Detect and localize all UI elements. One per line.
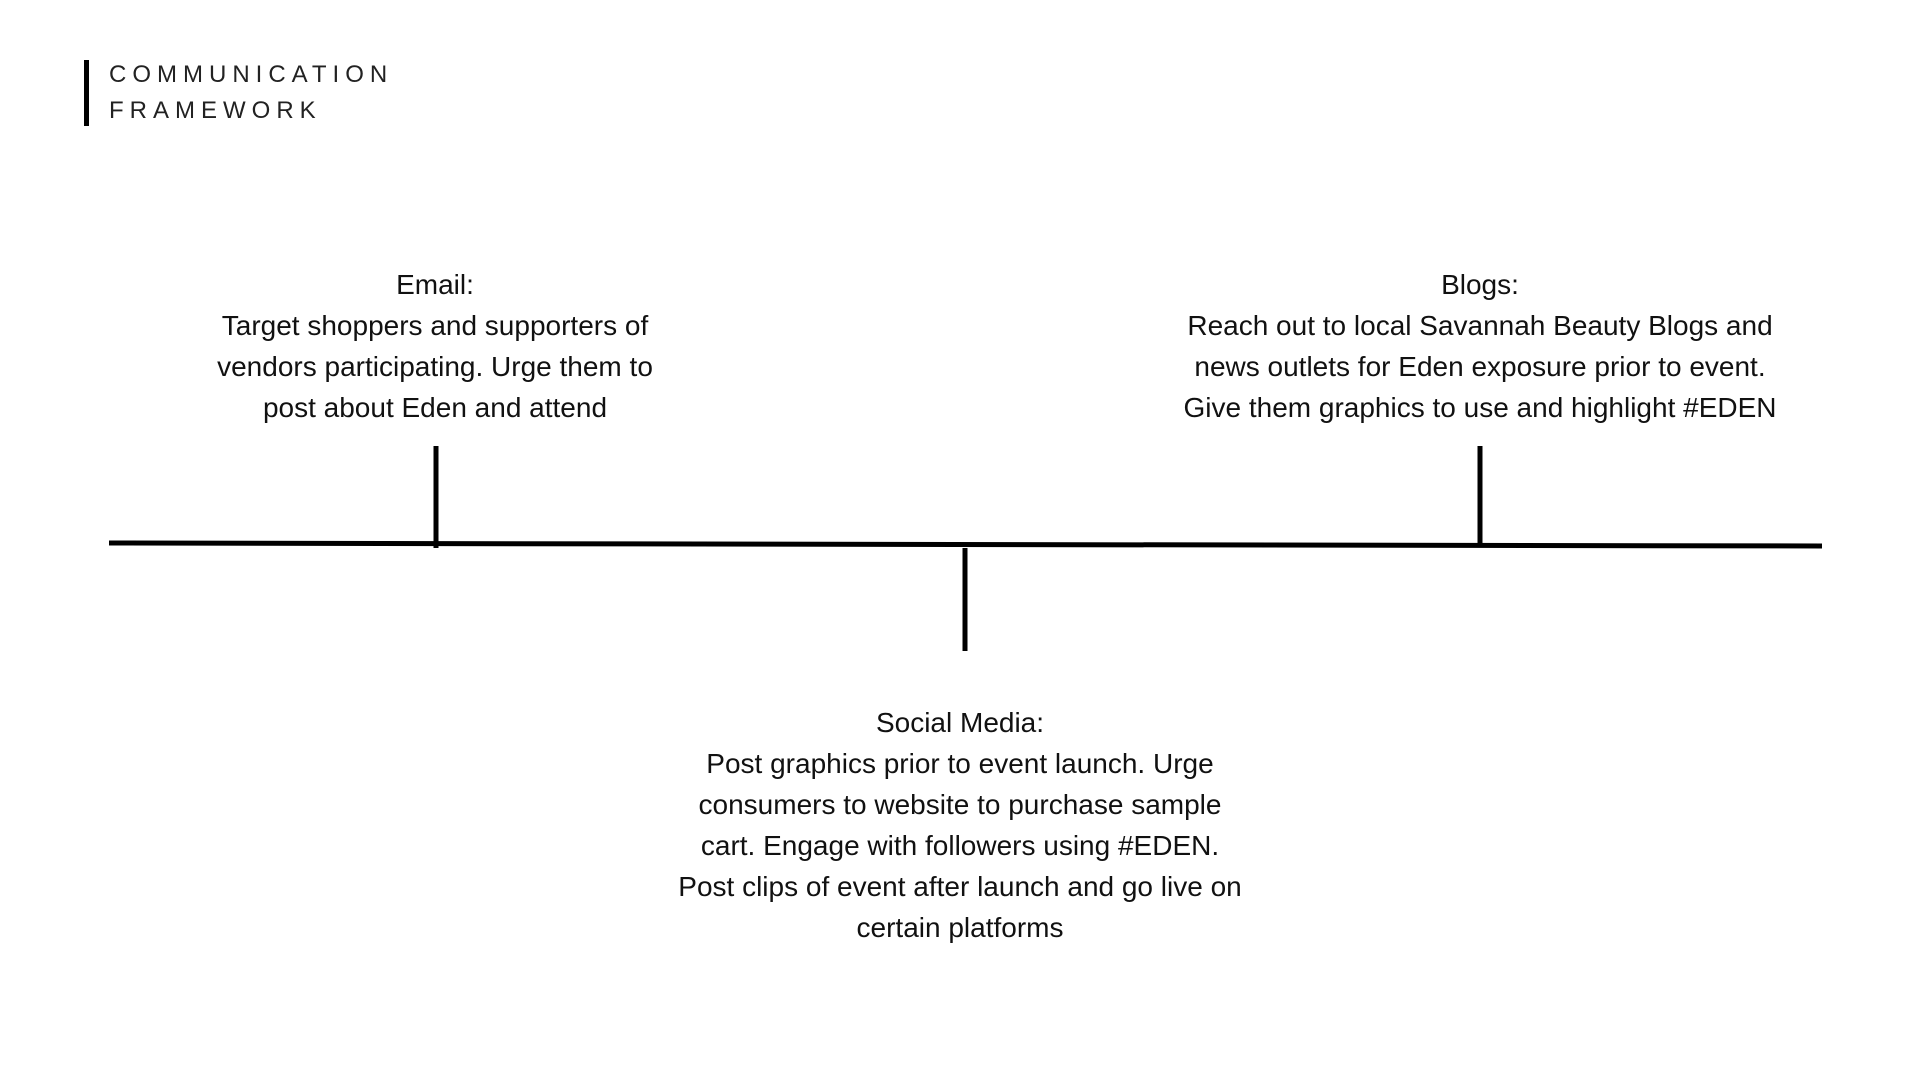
timeline-node-social-media: Social Media: Post graphics prior to eve… [660, 702, 1260, 948]
node-body-email: Target shoppers and supporters of vendor… [217, 310, 653, 423]
node-heading-blogs: Blogs: [1441, 269, 1519, 300]
timeline-node-blogs: Blogs: Reach out to local Savannah Beaut… [1160, 264, 1800, 428]
node-body-blogs: Reach out to local Savannah Beauty Blogs… [1183, 310, 1777, 423]
timeline-node-email: Email: Target shoppers and supporters of… [185, 264, 685, 428]
node-heading-social-media: Social Media: [875, 707, 1045, 738]
node-body-social-media: Post graphics prior to event launch. Urg… [678, 748, 1242, 943]
node-heading-email: Email: [396, 269, 474, 300]
title-line-2: FRAMEWORK [109, 97, 322, 124]
slide-title: COMMUNICATION FRAMEWORK [84, 60, 393, 126]
timeline-axis [108, 540, 1823, 549]
title-line-1: COMMUNICATION [109, 61, 394, 88]
